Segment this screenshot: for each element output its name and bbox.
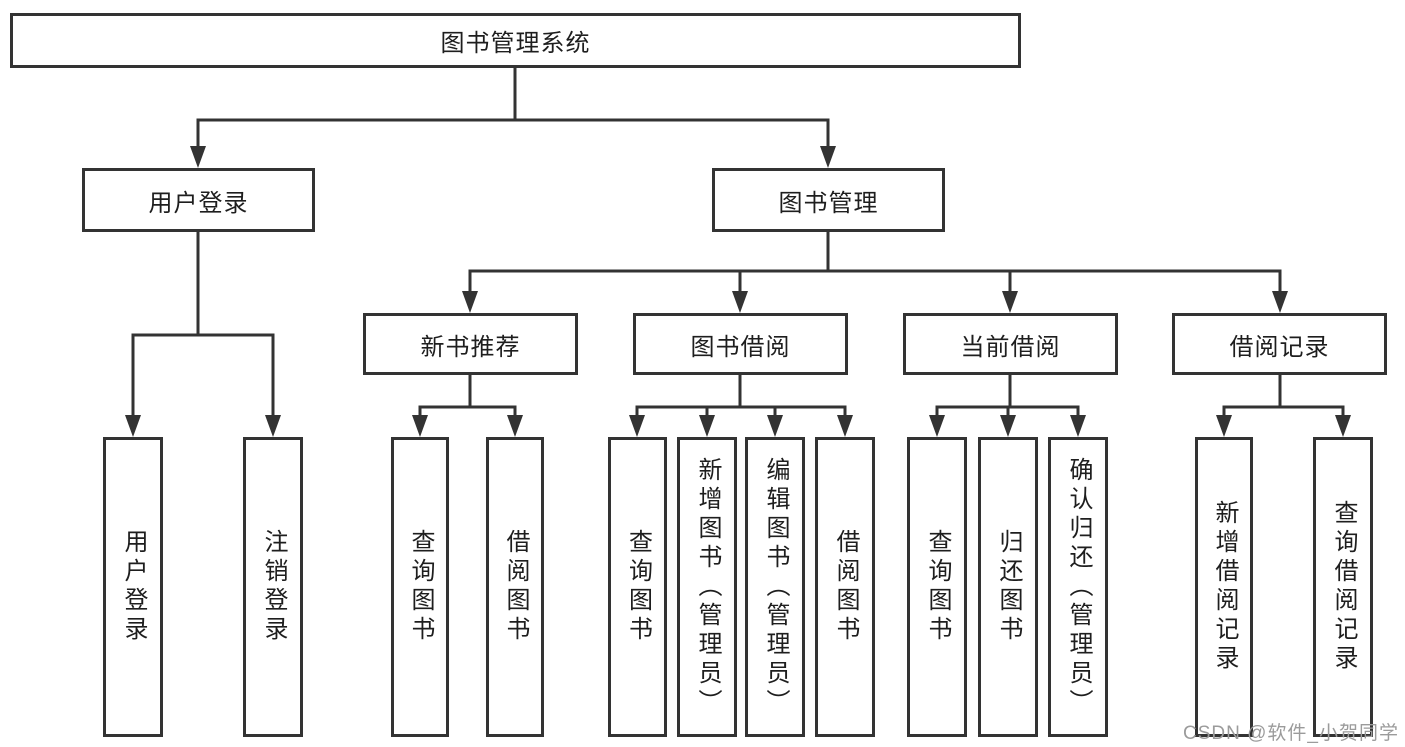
leaf-current-query-books: 查询图书 (907, 437, 967, 737)
node-book-management: 图书管理 (712, 168, 945, 232)
leaf-current-query-books-label: 查询图书 (924, 529, 951, 645)
connector-borrowing-records-branch (1222, 373, 1345, 423)
leaf-borrowing-query-books: 查询图书 (608, 437, 667, 737)
node-new-book-recommendation: 新书推荐 (363, 313, 578, 375)
node-current-borrowing: 当前借阅 (903, 313, 1118, 375)
node-borrowing-records: 借阅记录 (1172, 313, 1387, 375)
leaf-borrowing-borrow-books-label: 借阅图书 (832, 529, 859, 645)
leaf-user-login: 用户登录 (103, 437, 163, 737)
leaf-records-add-record-label: 新增借阅记录 (1211, 500, 1238, 674)
leaf-records-query-record: 查询借阅记录 (1313, 437, 1373, 737)
csdn-watermark: CSDN @软件_小贺同学 (1183, 723, 1399, 744)
leaf-borrowing-query-books-label: 查询图书 (624, 529, 652, 645)
node-book-borrowing: 图书借阅 (633, 313, 848, 375)
arrowheads-new-book-recommendation-branch (412, 415, 523, 437)
arrowheads-root-to-level2 (190, 146, 836, 168)
leaf-current-return-books: 归还图书 (978, 437, 1038, 737)
connector-new-book-recommendation-branch (418, 373, 517, 423)
leaf-recommend-query-books-label: 查询图书 (407, 529, 434, 645)
leaf-records-add-record: 新增借阅记录 (1195, 437, 1253, 737)
node-user-login: 用户登录 (82, 168, 315, 232)
leaf-user-login-label: 用户登录 (120, 529, 147, 645)
leaf-current-return-books-label: 归还图书 (995, 529, 1022, 645)
arrowheads-book-management-branch (462, 291, 1288, 313)
arrowheads-user-login-branch (125, 415, 281, 437)
connector-book-borrowing-branch (635, 373, 847, 423)
connector-current-borrowing-branch (935, 373, 1080, 423)
leaf-borrowing-edit-books-admin-label: 编辑图书（管理员） (762, 456, 789, 718)
connector-root-to-level2 (196, 66, 830, 154)
leaf-borrowing-add-books-admin-label: 新增图书（管理员） (694, 456, 721, 718)
leaf-recommend-query-books: 查询图书 (391, 437, 449, 737)
leaf-current-confirm-return-admin: 确认归还（管理员） (1048, 437, 1108, 737)
leaf-records-query-record-label: 查询借阅记录 (1330, 500, 1357, 674)
leaf-borrowing-add-books-admin: 新增图书（管理员） (677, 437, 737, 737)
arrowheads-borrowing-records-branch (1216, 415, 1351, 437)
leaf-logout-label: 注销登录 (260, 529, 287, 645)
connector-user-login-branch (131, 230, 275, 423)
leaf-current-confirm-return-admin-label: 确认归还（管理员） (1065, 456, 1092, 718)
leaf-logout: 注销登录 (243, 437, 303, 737)
leaf-recommend-borrow-books: 借阅图书 (486, 437, 544, 737)
arrowheads-current-borrowing-branch (929, 415, 1086, 437)
leaf-recommend-borrow-books-label: 借阅图书 (502, 529, 529, 645)
node-library-management-system: 图书管理系统 (10, 13, 1021, 68)
connector-book-management-branch (468, 230, 1282, 299)
arrowheads-book-borrowing-branch (629, 415, 853, 437)
leaf-borrowing-borrow-books: 借阅图书 (815, 437, 875, 737)
leaf-borrowing-edit-books-admin: 编辑图书（管理员） (745, 437, 805, 737)
